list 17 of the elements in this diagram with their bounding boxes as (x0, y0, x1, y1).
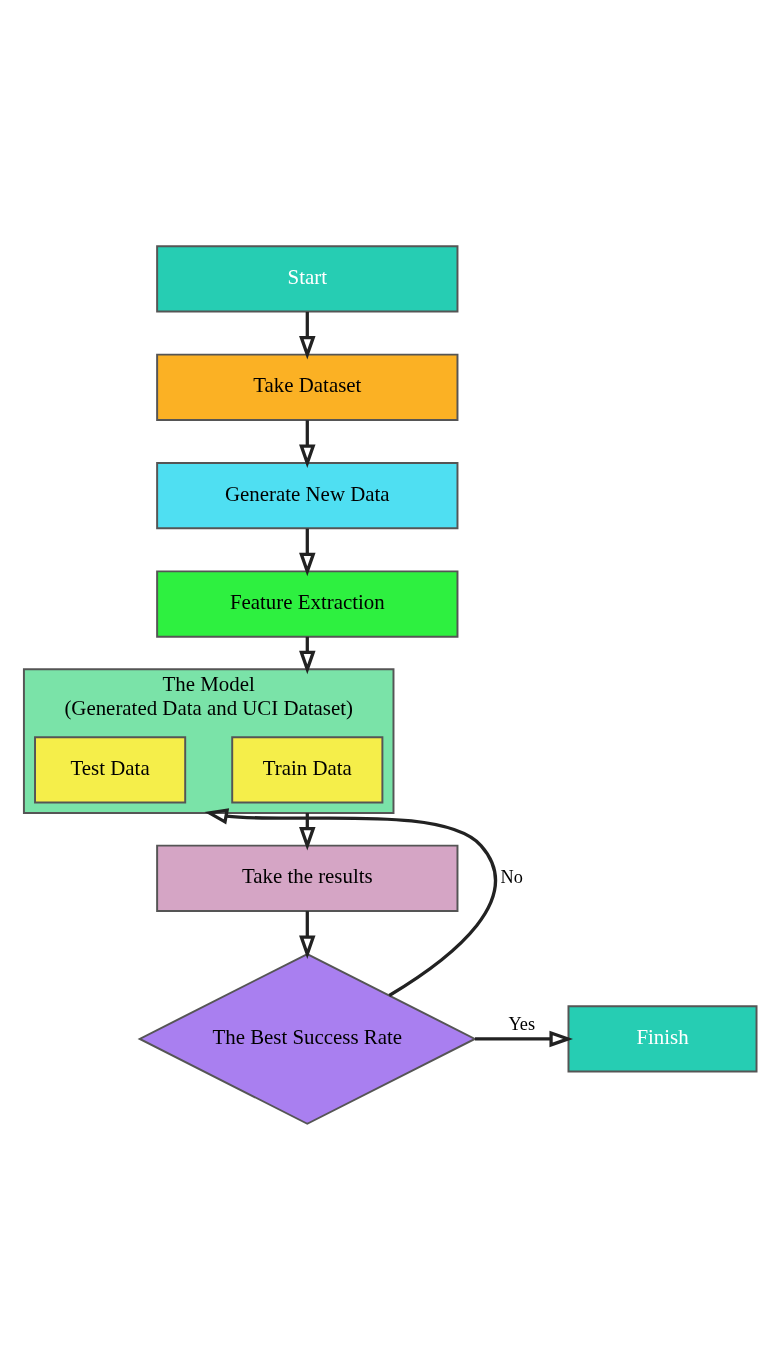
node-box: Take the results (156, 844, 459, 912)
node-box: Feature Extraction (156, 569, 459, 638)
arrow (204, 807, 497, 997)
node-box: Finish (567, 1004, 758, 1072)
arrow (299, 910, 316, 959)
node-box: Generate New Data (156, 461, 459, 529)
arrow (299, 528, 316, 576)
node-box: Test Data (34, 735, 187, 803)
node-box: Start (156, 244, 459, 312)
edge-label: No (500, 866, 523, 887)
node-box: Train Data (231, 735, 384, 803)
edge-label: Yes (508, 1013, 536, 1034)
node-box: Take Dataset (156, 353, 459, 421)
arrow (299, 311, 316, 360)
node-diamond: The Best Success Rate (137, 952, 477, 1125)
arrow (475, 1030, 573, 1047)
arrow (299, 419, 316, 468)
